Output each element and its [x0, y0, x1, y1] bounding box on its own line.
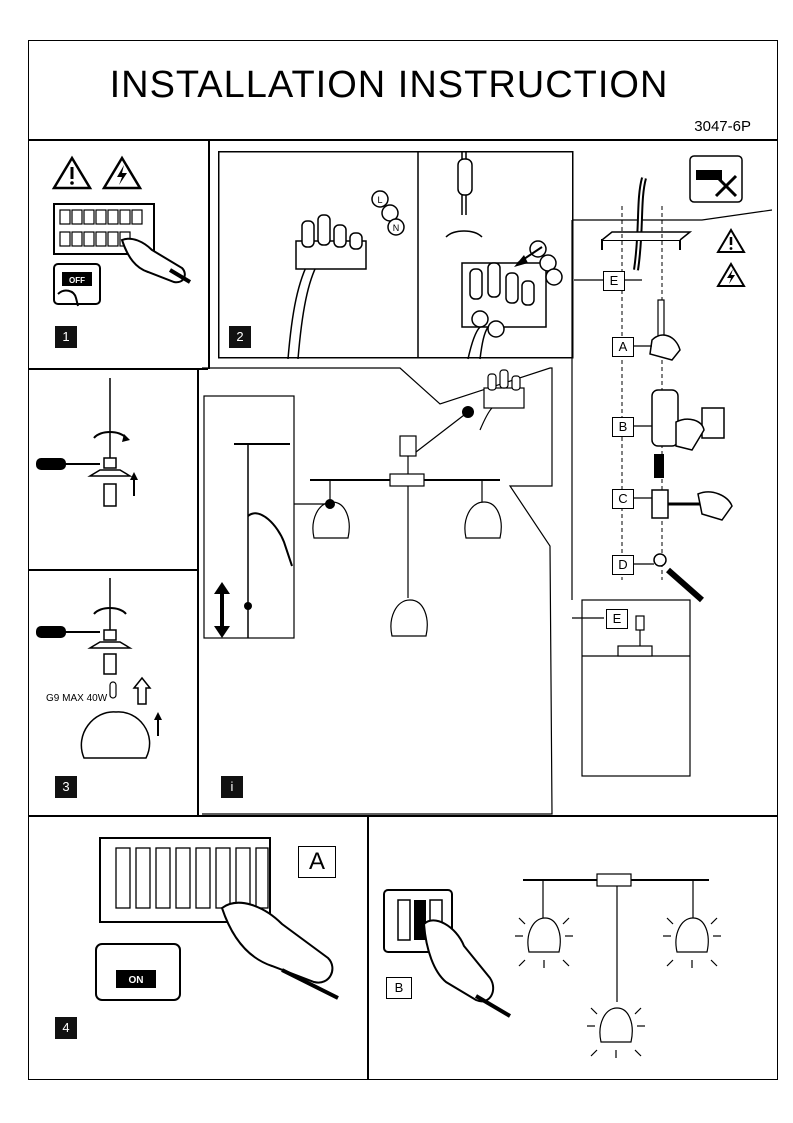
- mounting-diagram: [571, 155, 773, 777]
- step-badge-1: 1: [55, 326, 77, 348]
- lit-chandelier: [515, 873, 721, 1058]
- page-frame: [28, 40, 778, 1080]
- info-frame: [202, 367, 553, 815]
- step-badge-2: 2: [229, 326, 251, 348]
- page-title: INSTALLATION INSTRUCTION: [109, 64, 669, 106]
- electric-warning-icon: [101, 155, 143, 190]
- bulb-spec: G9 MAX 40W: [46, 693, 108, 704]
- mount-label-a: A: [612, 337, 634, 357]
- breaker-label: A: [298, 846, 336, 878]
- lamp-shade-icon: [36, 378, 138, 507]
- off-switch-text: OFF: [69, 276, 85, 285]
- divider: [197, 369, 199, 815]
- divider: [28, 815, 778, 817]
- mount-label-d: D: [612, 555, 634, 575]
- wall-switch-icon: [383, 889, 512, 1018]
- breaker-panel-icon: ON: [95, 837, 339, 1001]
- warning-icon: [51, 155, 93, 190]
- divider: [208, 139, 210, 369]
- connector-frame: L N: [218, 151, 574, 360]
- svg-text:N: N: [393, 223, 400, 233]
- switch-label: B: [386, 977, 412, 999]
- breaker-panel-icon: OFF: [53, 203, 192, 307]
- svg-text:L: L: [377, 195, 382, 205]
- divider: [28, 139, 778, 141]
- mount-label-c: C: [612, 489, 634, 509]
- divider: [28, 569, 198, 571]
- mount-label-e-bottom: E: [606, 609, 628, 629]
- divider: [367, 815, 369, 1080]
- step-badge-4: 4: [55, 1017, 77, 1039]
- mount-label-b: B: [612, 417, 634, 437]
- step-badge-3: 3: [55, 776, 77, 798]
- mount-label-e-top: E: [603, 271, 625, 291]
- bulb-icon: [36, 578, 162, 759]
- on-switch-text: ON: [129, 975, 144, 986]
- electric-warning-icon: [716, 262, 746, 287]
- warning-icon: [716, 228, 746, 253]
- model-code: 3047-6P: [694, 118, 751, 135]
- step-badge-info: i: [221, 776, 243, 798]
- divider: [28, 368, 208, 370]
